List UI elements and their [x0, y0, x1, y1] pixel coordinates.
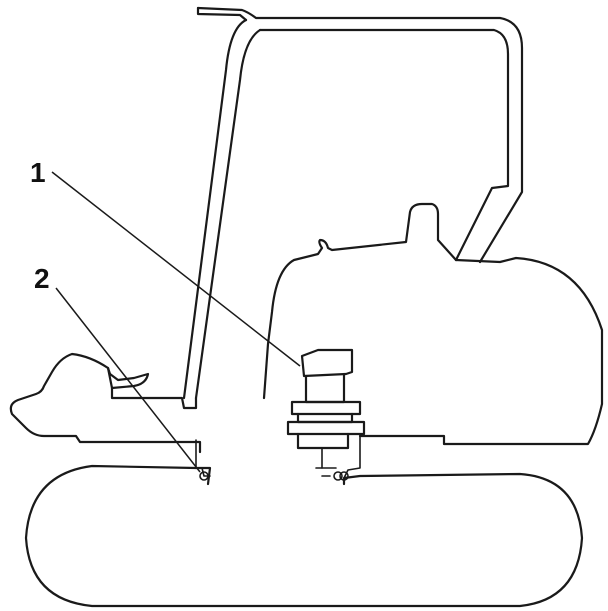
swivel-right	[343, 435, 361, 479]
swivel-joint	[286, 348, 366, 481]
blade-link	[110, 386, 198, 410]
front-blade-top	[106, 366, 150, 390]
callout-1-leader	[51, 171, 301, 367]
callout-1-label: 1	[30, 157, 46, 188]
engine-body	[262, 202, 458, 400]
callout-2-label: 2	[34, 263, 50, 294]
engine-body-rear	[358, 256, 604, 446]
front-blade	[9, 352, 202, 454]
callout-2-leader	[55, 287, 201, 473]
cab-frame-top-bar	[196, 6, 248, 22]
cab-pillar-inner	[194, 28, 262, 400]
cab-frame-inner	[258, 28, 510, 262]
crawler-track	[24, 464, 584, 608]
cab-pillar-outer	[182, 18, 248, 400]
crawler-track-top	[194, 466, 212, 486]
cab-frame-outer	[196, 6, 524, 264]
